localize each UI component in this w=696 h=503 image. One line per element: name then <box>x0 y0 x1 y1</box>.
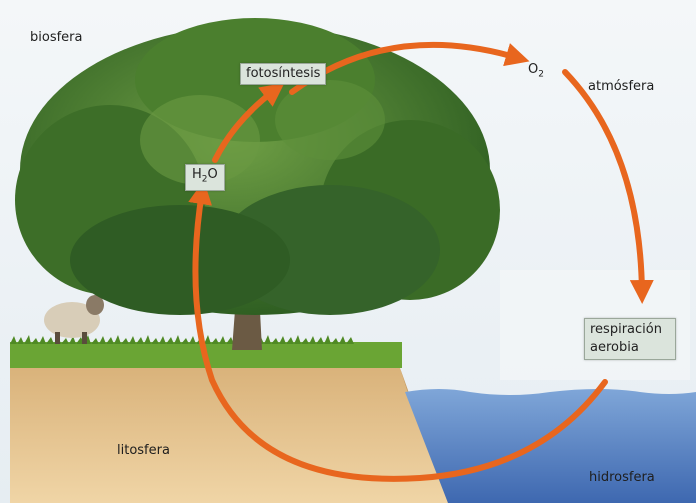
hydrosphere-label: hidrosfera <box>589 470 655 485</box>
oxygen-symbol: O <box>528 62 538 77</box>
lithosphere-block <box>10 366 448 503</box>
biosphere-label: biosfera <box>30 30 82 45</box>
atmosphere-label: atmósfera <box>588 79 654 94</box>
oxygen-formula: O2 <box>528 62 544 80</box>
hydrosphere-water <box>405 389 696 503</box>
respiration-box: respiración aerobia <box>584 318 676 360</box>
respiration-line1: respiración <box>590 321 670 339</box>
water-o-symbol: O <box>208 167 218 182</box>
water-h-symbol: H <box>192 167 202 182</box>
water-formula-box: H2O <box>185 164 225 191</box>
oxygen-subscript: 2 <box>538 70 544 80</box>
respiration-line2: aerobia <box>590 339 670 357</box>
lithosphere-label: litosfera <box>117 443 170 458</box>
photosynthesis-box: fotosíntesis <box>240 63 326 85</box>
